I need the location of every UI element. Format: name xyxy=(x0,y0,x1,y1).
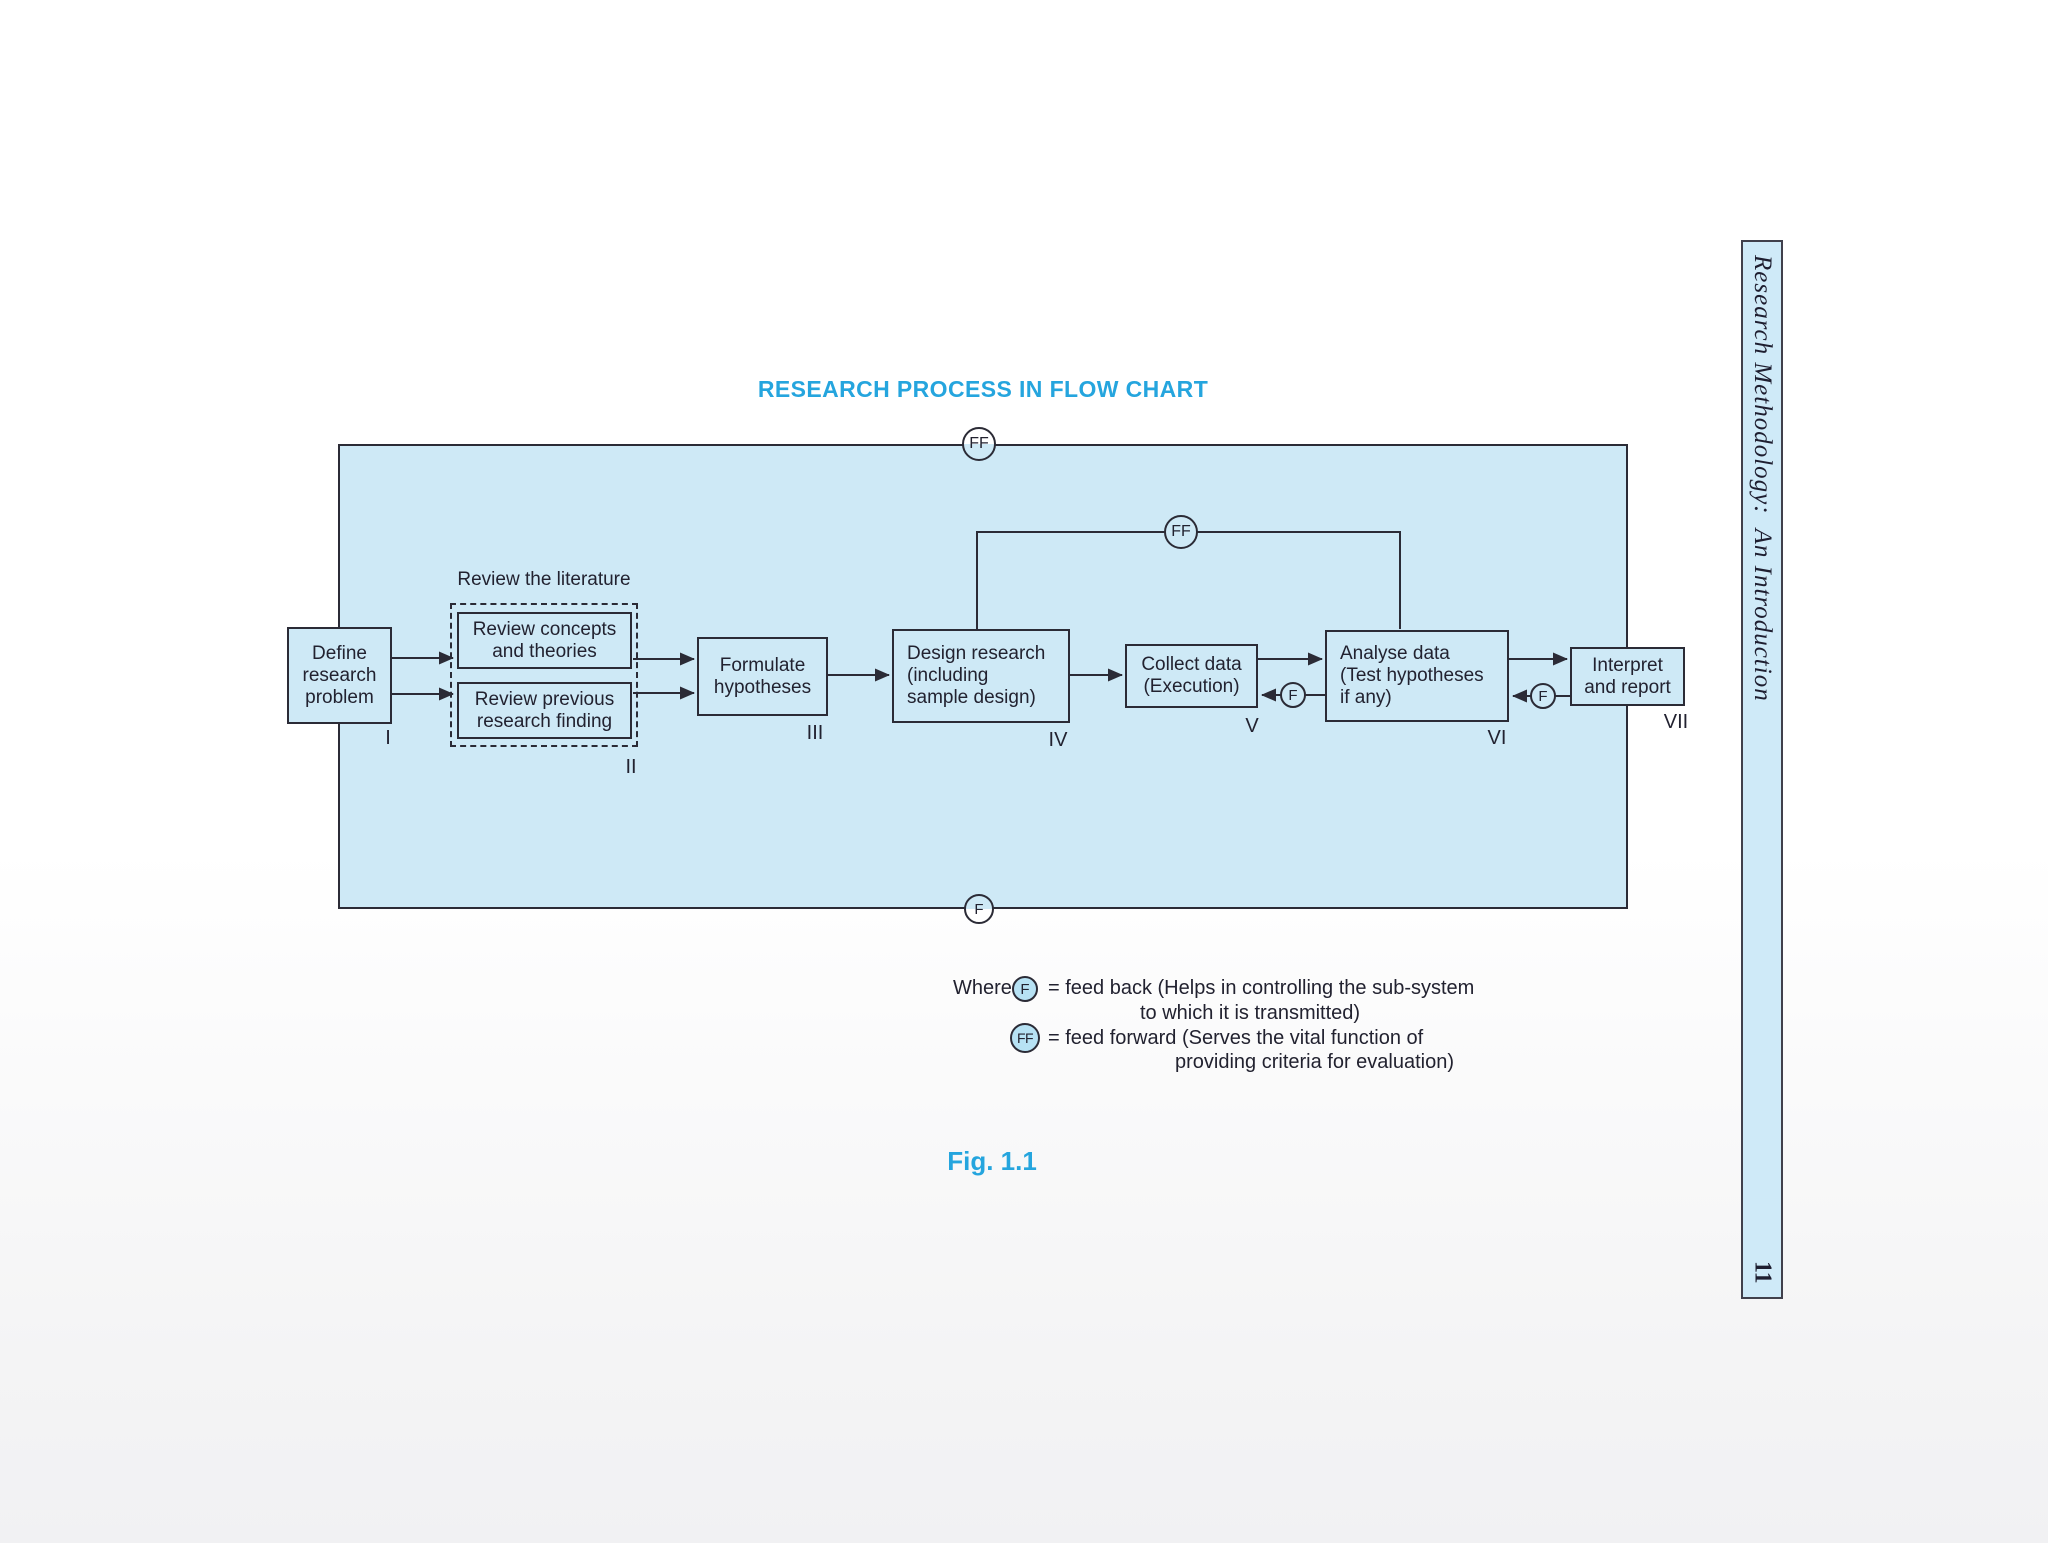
node-review-concepts: Review concepts and theories xyxy=(457,612,632,669)
legend-feedforward-line1: = feed forward (Serves the vital functio… xyxy=(1048,1027,1424,1049)
node-analyse-data: Analyse data (Test hypotheses if any) xyxy=(1325,630,1509,722)
legend-feedforward-circle: FF xyxy=(1010,1023,1040,1053)
legend-feedback-line2: to which it is transmitted) xyxy=(1140,1002,1361,1024)
legend-feedforward-line2: providing criteria for evaluation) xyxy=(1175,1051,1455,1073)
review-literature-group xyxy=(450,603,638,747)
chart-title: RESEARCH PROCESS IN FLOW CHART xyxy=(757,376,1209,402)
feedback-circle-analyse: F xyxy=(1530,683,1556,709)
feedforward-circle-top: FF xyxy=(962,427,996,461)
node-formulate-hypotheses: Formulate hypotheses xyxy=(697,637,828,716)
stage-numeral-2: II xyxy=(625,756,637,778)
legend-where-label: Where xyxy=(953,977,1012,999)
stage-numeral-7: VII xyxy=(1663,711,1689,733)
stage-numeral-3: III xyxy=(806,722,824,744)
node-define-research-problem: Define research problem xyxy=(287,627,392,724)
node-design-research: Design research (including sample design… xyxy=(892,629,1070,723)
feedback-circle-collect: F xyxy=(1280,682,1306,708)
stage-numeral-4: IV xyxy=(1048,729,1068,751)
stage-numeral-6: VI xyxy=(1487,727,1507,749)
legend-feedback-line1: = feed back (Helps in controlling the su… xyxy=(1048,977,1475,999)
stage-numeral-5: V xyxy=(1245,715,1259,737)
legend-feedback-circle: F xyxy=(1012,976,1038,1002)
feedforward-circle-mid: FF xyxy=(1164,515,1198,549)
review-literature-label: Review the literature xyxy=(457,569,631,590)
node-collect-data: Collect data (Execution) xyxy=(1125,644,1258,708)
page-edge-banner: Research Methodology: An Introduction 11 xyxy=(1741,240,1783,1299)
stage-numeral-1: I xyxy=(385,727,391,749)
running-book-title: Research Methodology: An Introduction xyxy=(1749,255,1776,702)
feedback-circle-bottom: F xyxy=(964,894,994,924)
figure-caption: Fig. 1.1 xyxy=(947,1146,1037,1176)
page-number: 11 xyxy=(1749,1261,1776,1284)
node-review-previous: Review previous research finding xyxy=(457,682,632,739)
node-interpret-report: Interpret and report xyxy=(1570,647,1685,706)
